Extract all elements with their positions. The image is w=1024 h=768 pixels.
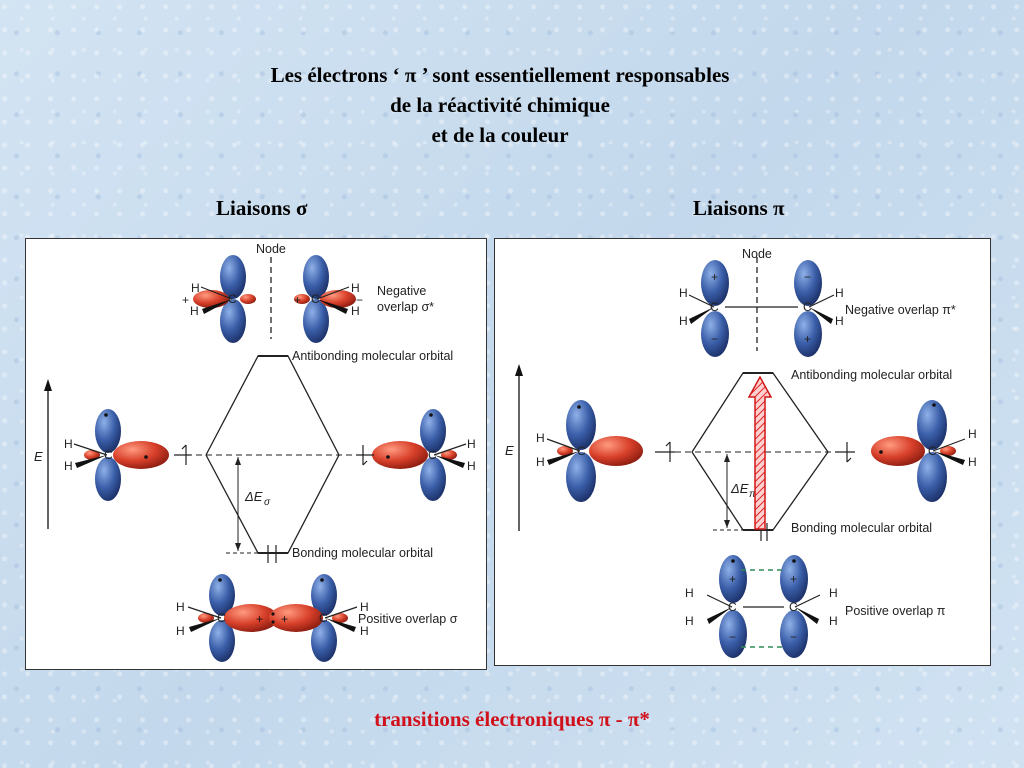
svg-text:C: C [428,448,437,462]
svg-text:H: H [467,459,476,473]
pi-diagram: Node H H H H C C + − − + Negative overla… [505,247,977,658]
right-carbon-atom: H H C [871,400,977,502]
svg-text:+: + [182,293,189,307]
antibonding-label: Antibonding molecular orbital [292,349,453,363]
svg-text:H: H [835,286,844,300]
delta-e-pi: ΔE [730,481,749,496]
title-line-1: Les électrons ‘ π ’ sont essentiellement… [270,63,730,87]
energy-axis: E [34,379,52,529]
svg-text:H: H [360,624,369,638]
svg-text:H: H [536,455,545,469]
svg-text:−: − [711,332,718,346]
bonding-label: Bonding molecular orbital [292,546,433,560]
pi-heading: Liaisons π [693,196,785,220]
svg-text:H: H [968,427,977,441]
right-carbon-orbitals: H H C + − [294,255,363,343]
svg-text:E: E [505,443,514,458]
energy-axis: E [505,364,523,531]
svg-text:H: H [360,600,369,614]
svg-text:C: C [789,600,798,614]
sigma-diagram-panel: H H C + Node H H C + − Negative overlap … [25,238,487,670]
svg-text:+: + [281,612,288,626]
svg-text:+: + [294,293,301,307]
left-carbon-atom: H H C [64,409,169,501]
svg-text:H: H [968,455,977,469]
svg-text:H: H [685,614,694,628]
bonding-label: Bonding molecular orbital [791,521,932,535]
node-label: Node [256,242,286,256]
negative-overlap-label-2: overlap σ* [377,300,434,314]
sigma-diagram: H H C + Node H H C + − Negative overlap … [34,242,476,662]
svg-text:−: − [729,630,736,644]
svg-text:σ: σ [264,497,271,508]
right-carbon-atom: H H C [372,409,476,501]
svg-text:H: H [176,624,185,638]
svg-text:H: H [176,600,185,614]
svg-text:H: H [685,586,694,600]
pi-bonding-overlap: H H H H C C + + − − Positive overlap π [685,555,946,658]
pi-mo-diagram: ΔE π Antibonding molecular orbital Bondi… [655,368,952,541]
positive-overlap-label: Positive overlap π [845,604,946,618]
svg-text:−: − [356,293,363,307]
svg-text:C: C [803,300,812,314]
antibonding-label: Antibonding molecular orbital [791,368,952,382]
sigma-bonding-overlap: H H H H C C + + Positive overlap σ [176,574,458,662]
excitation-arrow [747,375,773,530]
svg-text:H: H [835,314,844,328]
svg-text:C: C [319,611,328,625]
pi-antibonding-overlap: Node H H H H C C + − − + Negative overla… [679,247,956,357]
svg-text:E: E [34,449,43,464]
node-label: Node [742,247,772,261]
svg-text:H: H [191,281,200,295]
svg-text:H: H [351,281,360,295]
svg-text:+: + [804,332,811,346]
svg-text:C: C [228,292,237,306]
svg-text:H: H [829,586,838,600]
svg-text:+: + [729,572,736,586]
left-carbon-orbitals: H H C + [182,255,256,343]
left-carbon-atom: H H C [536,400,643,502]
sigma-antibonding-overlap: H H C + Node H H C + − Negative overlap … [182,242,434,343]
svg-text:C: C [311,292,320,306]
svg-text:C: C [104,448,113,462]
svg-text:C: C [928,444,937,458]
negative-overlap-label: Negative [377,284,426,298]
svg-text:+: + [790,572,797,586]
footer-transitions: transitions électroniques π - π* [374,707,650,731]
svg-text:H: H [64,437,73,451]
svg-text:+: + [711,270,718,284]
svg-text:H: H [536,431,545,445]
svg-text:−: − [804,270,811,284]
sigma-heading: Liaisons σ [216,196,308,220]
svg-text:C: C [217,611,226,625]
svg-text:−: − [790,630,797,644]
svg-text:H: H [679,314,688,328]
positive-overlap-label: Positive overlap σ [358,612,458,626]
svg-text:C: C [577,444,586,458]
negative-overlap-label: Negative overlap π* [845,303,956,317]
svg-text:H: H [351,304,360,318]
svg-text:C: C [728,600,737,614]
svg-text:H: H [190,304,199,318]
svg-text:H: H [679,286,688,300]
title-line-2: de la réactivité chimique [390,93,610,117]
svg-text:+: + [256,612,263,626]
title-line-3: et de la couleur [431,123,569,147]
svg-text:C: C [710,300,719,314]
svg-text:H: H [467,437,476,451]
slide-title: Les électrons ‘ π ’ sont essentiellement… [150,60,850,150]
sigma-mo-diagram: ΔE σ Antibonding molecular orbital Bondi… [174,349,453,563]
delta-e-sigma: ΔE [244,489,263,504]
pi-diagram-panel: Node H H H H C C + − − + Negative overla… [494,238,991,666]
svg-text:H: H [829,614,838,628]
svg-text:π: π [749,489,756,500]
svg-text:H: H [64,459,73,473]
